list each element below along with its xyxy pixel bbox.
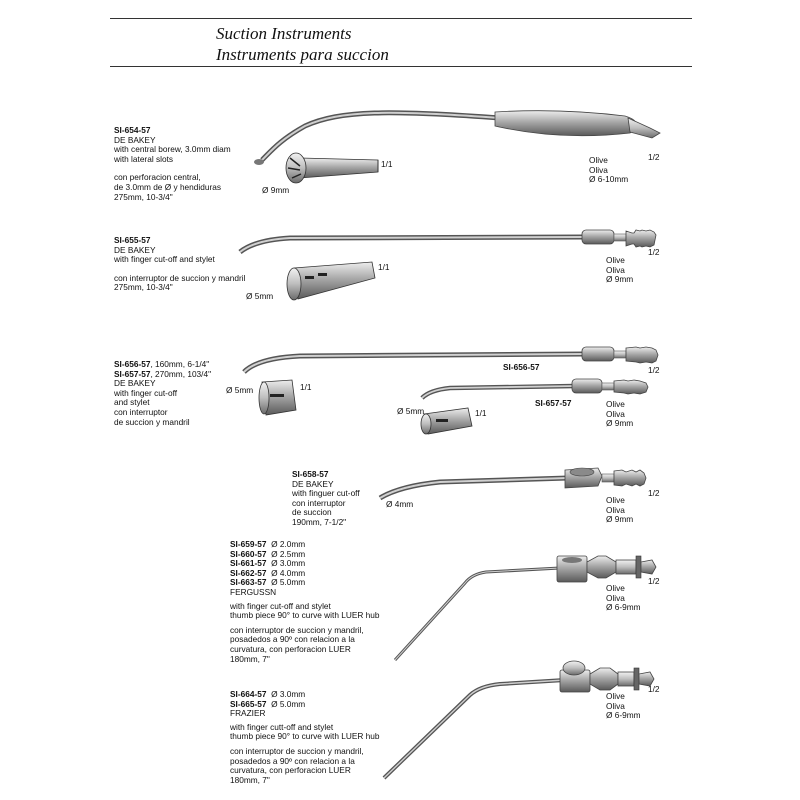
item-desc-line: curvatura, con perforacion LUER: [230, 643, 351, 654]
item-desc-line: con perforacion central,: [114, 172, 201, 183]
tip-diameter-label: Ø 9mm: [262, 185, 290, 195]
item-code: SI-657-57: [114, 368, 151, 379]
tip-diameter-label: Ø 5mm: [246, 291, 274, 301]
scale-label: 1/1: [300, 382, 312, 392]
variant-diameter: Ø 5.0mm: [271, 577, 306, 588]
item-2-text: SI-655-57 DE BAKEY with finger cut-off a…: [114, 235, 246, 293]
olive-scale-label: 1/2: [648, 684, 660, 694]
item-name: DE BAKEY: [114, 244, 156, 255]
page-title: Suction Instruments: [216, 24, 352, 43]
olive-scale-label: 1/2: [648, 488, 660, 498]
instrument-fergussn: [393, 555, 657, 662]
tip-diameter-label: Ø 4mm: [386, 499, 414, 509]
item-desc-line: con interruptor de succion y mandril,: [230, 624, 364, 635]
item-desc-line: and stylet: [114, 397, 150, 408]
item-code: SI-661-57: [230, 558, 267, 569]
item-size: , 270mm, 103/4": [150, 368, 212, 379]
olive-scale-label: 1/2: [648, 576, 660, 586]
variant-diameter: Ø 3.0mm: [271, 558, 306, 569]
instrument-frazier: [382, 660, 655, 780]
header-rule-top: [110, 18, 692, 19]
item-size: 190mm, 7-1/2": [292, 516, 347, 527]
item-size: , 160mm, 6-1/4": [150, 359, 210, 369]
scale-label: 1/1: [381, 159, 393, 169]
item-5-text: SI-659-57 Ø 2.0mm SI-660-57 Ø 2.5mm SI-6…: [230, 539, 380, 664]
instrument-si-658-57: [378, 467, 647, 501]
item-code: SI-659-57: [230, 539, 267, 549]
olive-scale-label: 1/2: [648, 365, 660, 375]
olive-info: Olive Oliva Ø 6-10mm: [589, 155, 629, 185]
item-desc-line: posadedos a 90º con relacion a la: [230, 634, 355, 645]
item-name: FERGUSSN: [230, 586, 277, 597]
item-desc-line: with lateral slots: [114, 153, 174, 164]
variant-diameter: Ø 5.0mm: [271, 698, 306, 709]
instrument-label-b: SI-657-57: [535, 398, 572, 408]
item-desc-line: with finger cut-off and stylet: [114, 254, 215, 265]
scale-label: 1/1: [378, 262, 390, 272]
olive-scale-label: 1/2: [648, 152, 660, 162]
item-code: SI-658-57: [292, 469, 329, 479]
item-4-text: SI-658-57 DE BAKEY with finguer cut-off …: [292, 469, 360, 528]
item-desc-line: con interruptor de succion y mandril: [114, 272, 246, 283]
item-code: SI-663-57: [230, 577, 267, 588]
item-desc-line: de succion y mandril: [114, 416, 190, 427]
scale-label: 1/1: [475, 408, 487, 418]
olive-info: Olive Oliva Ø 9mm: [606, 399, 634, 429]
olive-info: Olive Oliva Ø 6-9mm: [606, 691, 641, 721]
instrument-si-654-57: [254, 110, 661, 184]
item-code: SI-662-57: [230, 567, 267, 578]
instrument-si-656-57: [242, 346, 659, 416]
item-desc-line: with central borew, 3.0mm diam: [114, 144, 231, 155]
instrument-si-655-57: [238, 229, 657, 301]
tip-diameter-label: Ø 5mm: [226, 385, 254, 395]
item-name: DE BAKEY: [292, 478, 334, 489]
olive-info: Olive Oliva Ø 9mm: [606, 255, 634, 285]
variant-diameter: Ø 2.5mm: [271, 548, 306, 559]
item-desc-line: curvatura, con perforacion LUER: [230, 765, 351, 776]
item-code: SI-664-57: [230, 689, 267, 699]
item-name: DE BAKEY: [114, 134, 156, 145]
header-rule-bottom: [110, 66, 692, 67]
page-subtitle: Instruments para succion: [216, 45, 389, 64]
item-desc-line: con interruptor: [292, 497, 346, 508]
item-desc-line: with finguer cut-off: [292, 488, 360, 499]
item-desc-line: de 3.0mm de Ø y hendiduras: [114, 181, 221, 192]
item-size: 275mm, 10-3/4": [114, 191, 173, 202]
instrument-si-657-57: [420, 378, 649, 435]
item-desc-line: con interruptor de succion y mandril,: [230, 745, 364, 756]
item-code: SI-660-57: [230, 548, 267, 559]
item-size: 275mm, 10-3/4": [114, 282, 173, 293]
olive-info: Olive Oliva Ø 6-9mm: [606, 583, 641, 613]
item-code: SI-654-57: [114, 125, 151, 135]
item-name: FRAZIER: [230, 708, 266, 719]
item-desc-line: with finger cut-off and stylet: [230, 600, 331, 611]
item-3-text: SI-656-57, 160mm, 6-1/4" SI-657-57, 270m…: [114, 359, 212, 427]
item-desc-line: with finger cut-off: [114, 387, 178, 398]
item-size: 180mm, 7": [230, 653, 270, 664]
variant-diameter: Ø 2.0mm: [271, 539, 306, 549]
item-code: SI-665-57: [230, 698, 267, 709]
item-desc-line: with finger cutt-off and stylet: [230, 721, 334, 732]
olive-scale-label: 1/2: [648, 247, 660, 257]
item-desc-line: thumb piece 90° to curve with LUER hub: [230, 731, 380, 742]
item-code: SI-656-57: [114, 359, 151, 369]
tip-diameter-label: Ø 5mm: [397, 406, 425, 416]
item-desc-line: de succion: [292, 507, 332, 518]
item-desc-line: posadedos a 90º con relacion a la: [230, 755, 355, 766]
item-name: DE BAKEY: [114, 378, 156, 389]
instrument-label-a: SI-656-57: [503, 362, 540, 372]
item-size: 180mm, 7": [230, 774, 270, 785]
item-desc-line: thumb piece 90° to curve with LUER hub: [230, 610, 380, 621]
olive-info: Olive Oliva Ø 9mm: [606, 495, 634, 525]
item-code: SI-655-57: [114, 235, 151, 245]
variant-diameter: Ø 3.0mm: [271, 689, 306, 699]
item-6-text: SI-664-57 Ø 3.0mm SI-665-57 Ø 5.0mm FRAZ…: [230, 689, 380, 785]
item-1-text: SI-654-57 DE BAKEY with central borew, 3…: [114, 125, 231, 202]
variant-diameter: Ø 4.0mm: [271, 567, 306, 578]
item-desc-line: con interruptor: [114, 406, 168, 417]
